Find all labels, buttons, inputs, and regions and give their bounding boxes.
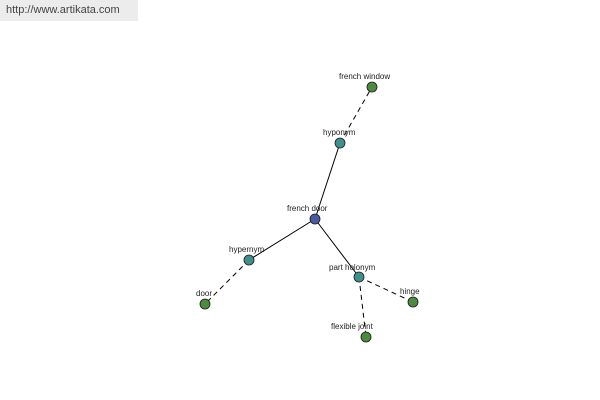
node-part-holonym[interactable] (353, 271, 365, 283)
url-banner: http://www.artikata.com (0, 0, 138, 21)
edge-french-door-to-hyponym (314, 142, 341, 220)
node-label-hinge: hinge (400, 287, 420, 296)
node-label-french-door: french door (287, 204, 328, 213)
edges-layer (204, 86, 414, 338)
node-french-door[interactable] (309, 213, 321, 225)
node-label-flexible-joint: flexible joint (331, 322, 374, 331)
edge-hyponym-to-french-window (339, 86, 373, 144)
node-label-hypernym: hypernym (229, 245, 264, 254)
node-label-part-holonym: part holonym (329, 263, 376, 272)
labels-layer: french door hyponym hypernym part holonym fr… (196, 72, 420, 331)
nodes-layer (199, 81, 419, 343)
node-door[interactable] (199, 298, 211, 310)
source-url-link[interactable]: http://www.artikata.com (6, 4, 120, 16)
node-label-door: door (196, 289, 212, 298)
node-label-french-window: french window (339, 72, 390, 81)
node-french-window[interactable] (366, 81, 378, 93)
edge-french-door-to-hypernym (248, 218, 316, 261)
edge-part-holonym-to-hinge (358, 276, 414, 303)
node-flexible-joint[interactable] (360, 331, 372, 343)
edge-hypernym-to-door (204, 259, 250, 305)
node-hyponym[interactable] (334, 137, 346, 149)
edge-french-door-to-part-holonym (314, 218, 360, 278)
edge-part-holonym-to-flexible-joint (358, 276, 367, 338)
node-hinge[interactable] (407, 296, 419, 308)
node-label-hyponym: hyponym (323, 128, 356, 137)
node-hypernym[interactable] (243, 254, 255, 266)
